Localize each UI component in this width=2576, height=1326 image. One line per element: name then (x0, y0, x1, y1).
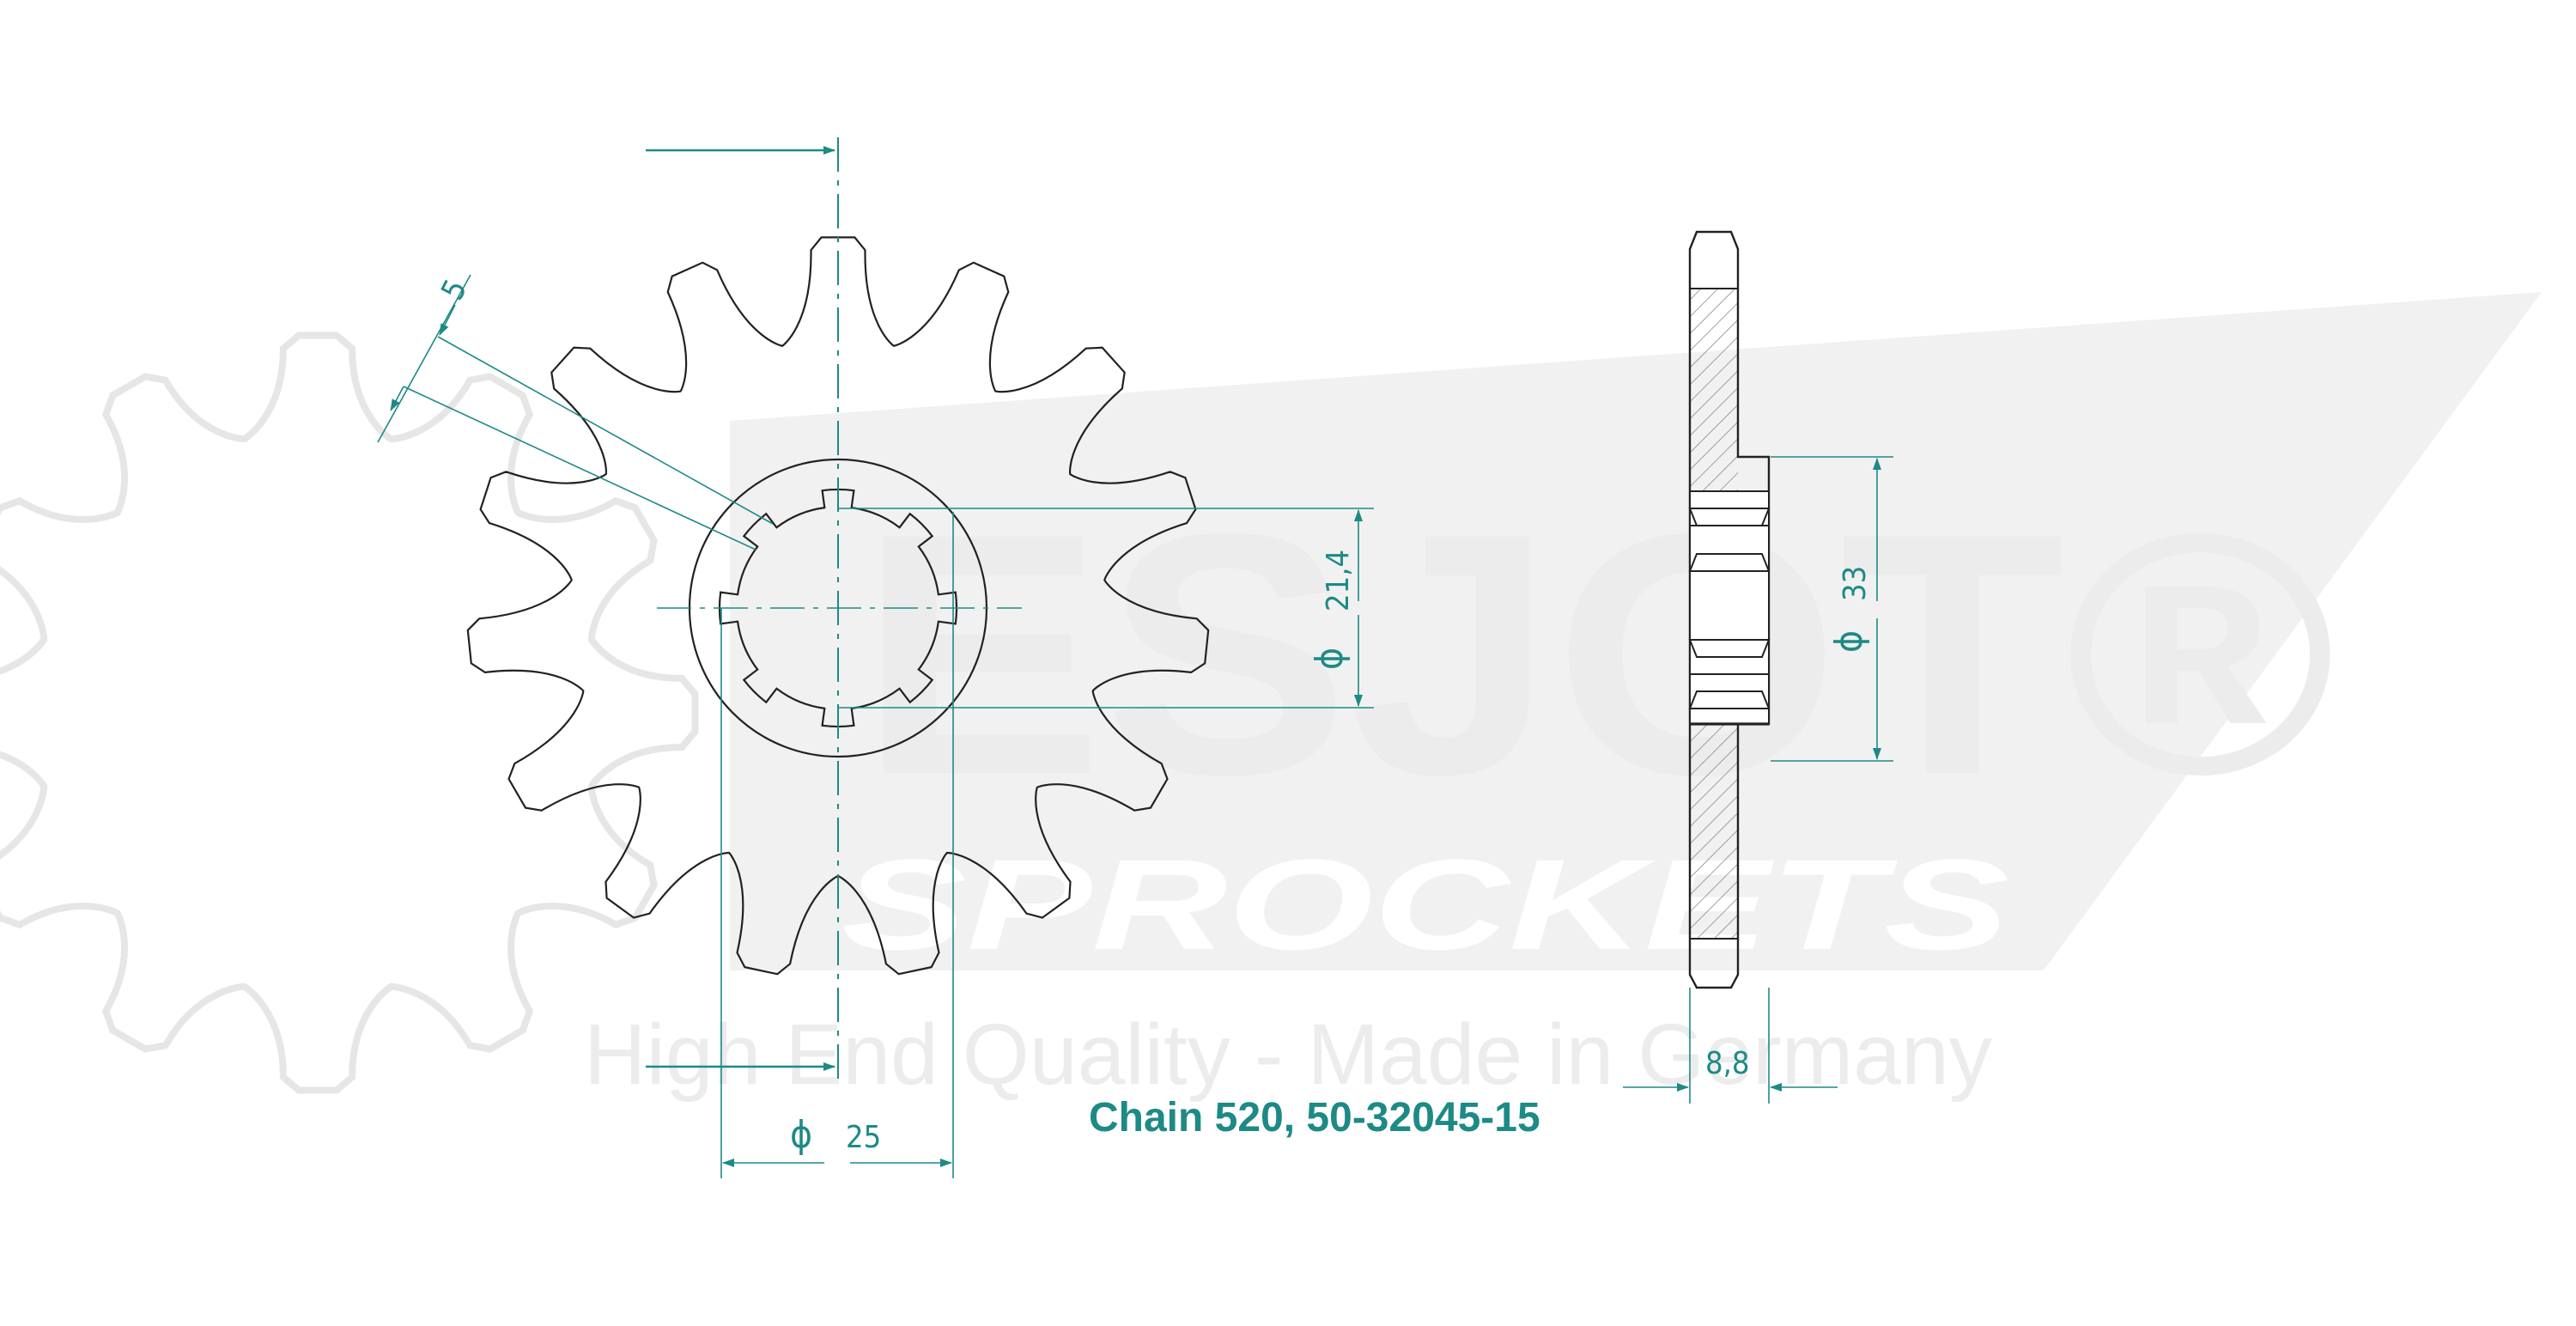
hub-diameter-label: 33 (1838, 566, 1873, 601)
thickness-label: 8,8 (1705, 1046, 1750, 1081)
dimension-tooth-width (377, 274, 774, 550)
outer-diameter-symbol: ϕ (790, 1113, 812, 1157)
web-section-lower (1690, 724, 1738, 939)
watermark-band (730, 292, 2542, 970)
watermark-subtitle: SPROCKETS (841, 832, 2009, 976)
dimension-outer-diameter (720, 512, 954, 1178)
dimension-inner-diameter (838, 508, 1374, 709)
hub-diameter-symbol: ϕ (1827, 630, 1871, 653)
side-view: ϕ 33 8,8 (1623, 230, 1893, 1104)
watermark-tagline: High End Quality - Made in Germany (584, 1007, 1992, 1103)
front-view: 5 ϕ 21,4 ϕ 25 (377, 137, 1374, 1178)
outer-diameter-label: 25 (846, 1120, 881, 1155)
watermark-brand: ESJOT® (859, 462, 2336, 846)
watermark: ESJOT® SPROCKETS High End Quality - Made… (0, 292, 2542, 1103)
part-caption: Chain 520, 50-32045-15 (1089, 1095, 1540, 1140)
dimension-thickness (1623, 988, 1838, 1104)
web-section-upper (1690, 289, 1738, 491)
spline-bore (718, 488, 958, 728)
hub-detail (1688, 490, 1771, 726)
watermark-sprocket-icon (0, 332, 699, 1094)
inner-diameter-symbol: ϕ (1308, 648, 1352, 670)
inner-diameter-label: 21,4 (1321, 550, 1356, 611)
dimension-hub-diameter (1771, 456, 1893, 762)
